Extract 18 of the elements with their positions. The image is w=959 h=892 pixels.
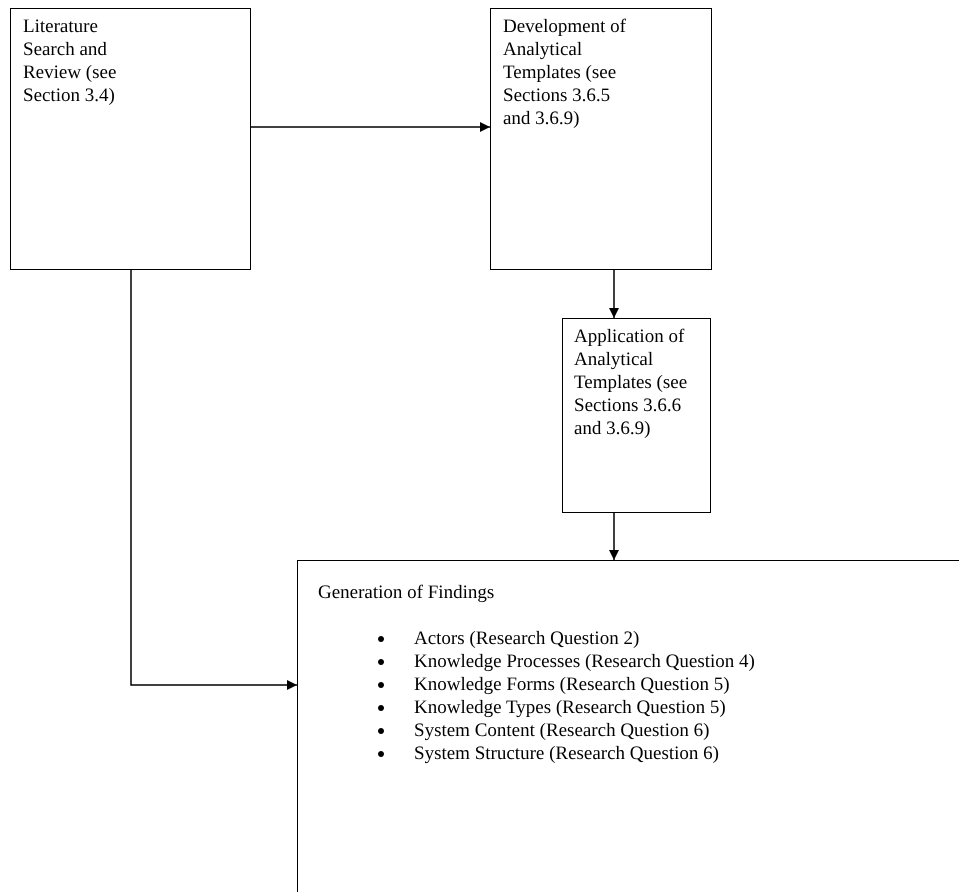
box-heading: Generation of Findings — [318, 581, 496, 604]
bullet-item: System Content (Research Question 6) — [414, 719, 710, 742]
process-box — [297, 560, 959, 892]
arrow — [609, 270, 619, 318]
box-text: Application of Analytical Templates (see Sections 3.6.6 and 3.6.9) — [574, 325, 688, 440]
arrow — [251, 122, 490, 132]
box-text: Development of Analytical Templates (see Sections 3.6.5 and 3.6.9) — [503, 15, 627, 130]
arrow — [130, 270, 297, 690]
process-box — [562, 318, 711, 513]
process-box — [490, 8, 712, 270]
bullet-item: System Structure (Research Question 6) — [414, 742, 719, 765]
bullet-item: Actors (Research Question 2) — [414, 627, 640, 650]
bullet-item: Knowledge Forms (Research Question 5) — [414, 673, 730, 696]
bullet-item: Knowledge Types (Research Question 5) — [414, 696, 726, 719]
bullet-item: Knowledge Processes (Research Question 4) — [414, 650, 755, 673]
arrow — [609, 513, 619, 560]
box-text: Literature Search and Review (see Section 3.4) — [23, 15, 118, 107]
process-box — [10, 8, 251, 270]
